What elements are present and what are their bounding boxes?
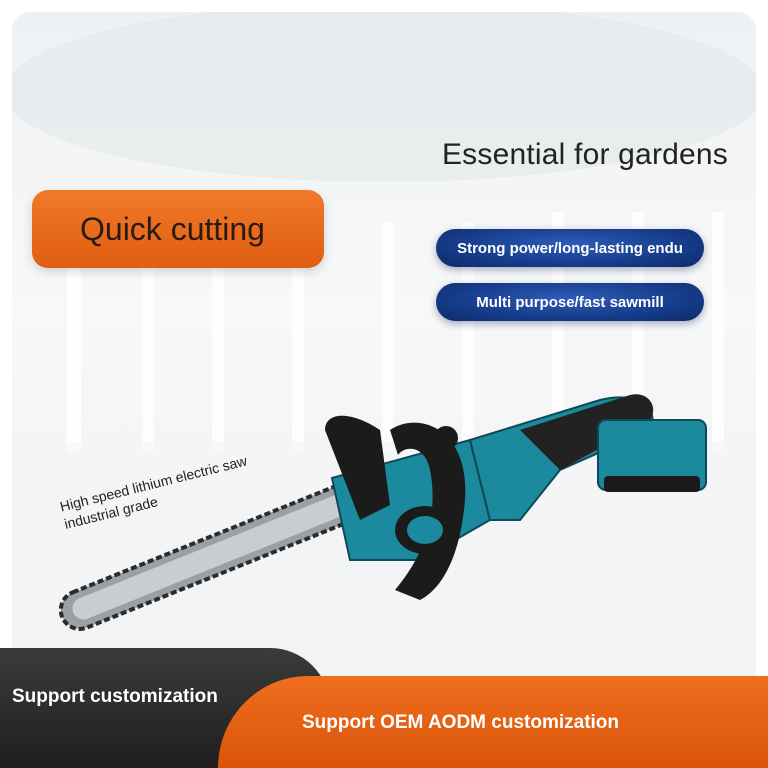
- feature-pill-power: Strong power/long-lasting endu: [436, 229, 704, 267]
- footer-right-panel: Support OEM AODM customization: [218, 676, 768, 768]
- quick-cutting-label: Quick cutting: [80, 211, 265, 247]
- feature-pill-purpose: Multi purpose/fast sawmill: [436, 283, 704, 321]
- quick-cutting-badge: Quick cutting: [32, 190, 324, 268]
- headline: Essential for gardens: [441, 138, 728, 171]
- footer-left-label: Support customization: [12, 686, 218, 707]
- footer-right-label: Support OEM AODM customization: [302, 712, 620, 733]
- guide-bar: [58, 475, 381, 631]
